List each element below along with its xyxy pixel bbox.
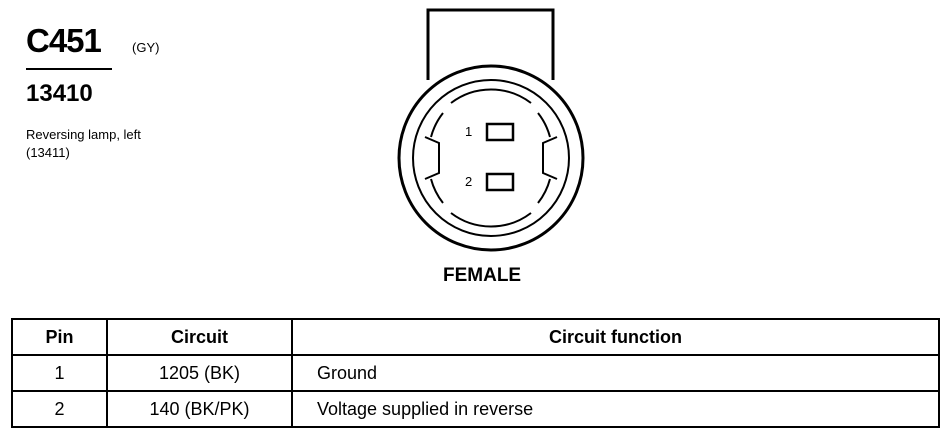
title-rule [26,68,112,70]
column-header-circuit: Circuit [106,318,293,356]
column-header-pin: Pin [11,318,108,356]
connector-face-diagram: 1 2 [397,8,585,252]
cell-circuit: 140 (BK/PK) [106,390,293,428]
pin-label-2: 2 [465,174,472,189]
table-row: 2 140 (BK/PK) Voltage supplied in revers… [11,390,940,428]
pin-cavity-1 [485,122,515,142]
cell-circuit: 1205 (BK) [106,354,293,392]
table-header-row: Pin Circuit Circuit function [11,318,940,356]
pin-table: Pin Circuit Circuit function 1 1205 (BK)… [11,318,940,428]
connector-inner-ring [412,79,570,237]
connector-housing-tab [426,8,555,80]
connector-gender-label: FEMALE [443,265,522,286]
description-line: (13411) [26,145,70,160]
part-number: 13410 [26,80,93,107]
pin-cavity-2 [485,172,515,192]
connector-color-code: (GY) [132,40,160,55]
cell-function: Ground [291,354,940,392]
description-line: Reversing lamp, left [26,127,141,142]
connector-description: Reversing lamp, left (13411) [26,126,141,162]
cell-function: Voltage supplied in reverse [291,390,940,428]
column-header-circuit-function: Circuit function [291,318,940,356]
pin-label-1: 1 [465,124,472,139]
cell-pin: 1 [11,354,108,392]
connector-outer-ring [397,64,585,252]
connector-id: C451 [26,22,102,59]
cell-pin: 2 [11,390,108,428]
table-row: 1 1205 (BK) Ground [11,354,940,392]
connector-face-keyways [424,88,558,228]
